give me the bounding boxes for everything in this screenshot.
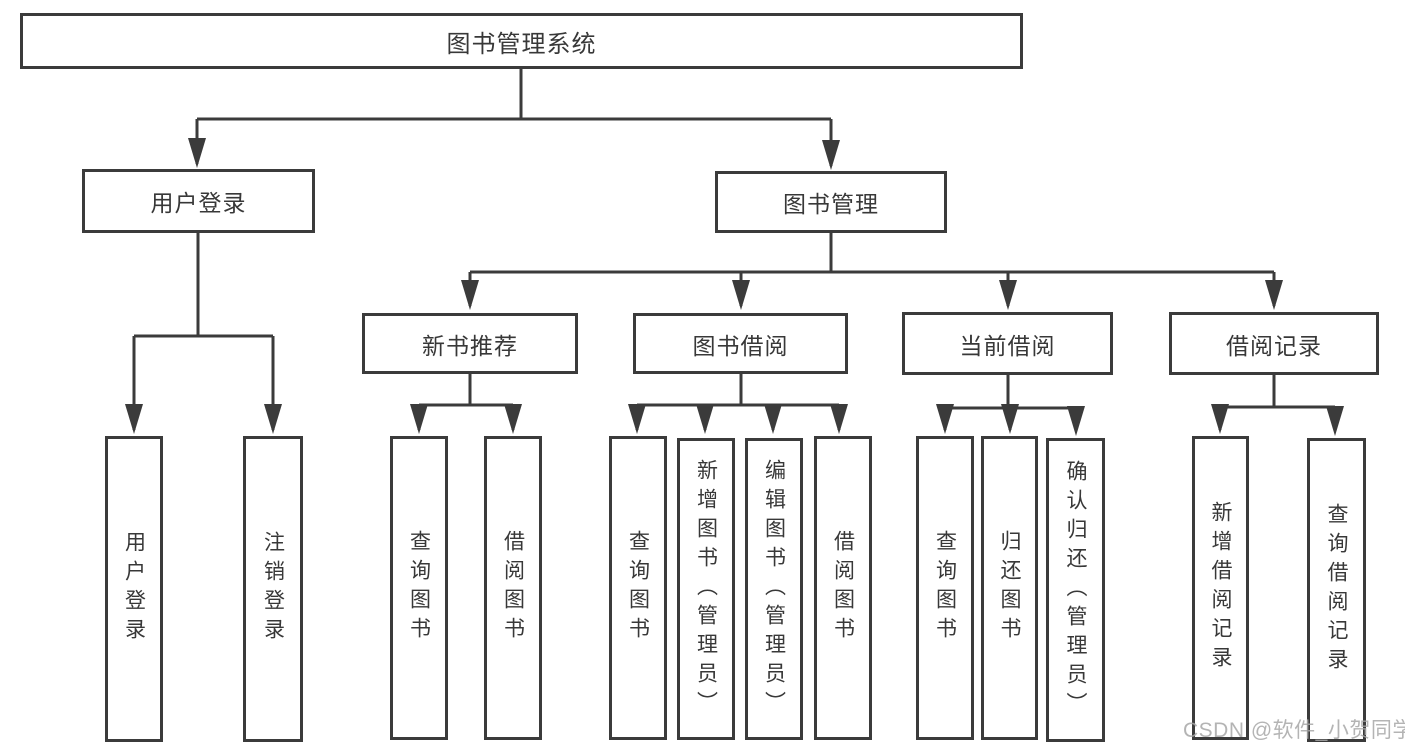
leaf-add-books-admin: 新增图书（管理员）	[677, 438, 735, 740]
node-book-borrowing-label: 图书借阅	[692, 332, 789, 359]
leaf-logout: 注销登录	[243, 436, 303, 742]
arrow-down-icon	[1211, 404, 1229, 434]
arrow-down-icon	[822, 140, 840, 170]
arrow-down-icon	[1001, 404, 1019, 434]
leaf-add-books-admin-label: 新增图书（管理员）	[694, 458, 718, 720]
leaf-edit-books-admin-label: 编辑图书（管理员）	[762, 458, 786, 720]
connector-root-to-level2	[188, 69, 840, 170]
arrow-down-icon	[461, 280, 479, 310]
leaf-query-books-borrow-label: 查询图书	[626, 530, 650, 646]
node-book-borrowing: 图书借阅	[633, 313, 848, 374]
arrow-down-icon	[504, 404, 522, 434]
leaf-borrow-books-recommend-label: 借阅图书	[501, 530, 525, 646]
connector-current-borrow-to-leaves	[936, 375, 1085, 436]
leaf-logout-label: 注销登录	[261, 531, 285, 647]
node-new-book-recommend-label: 新书推荐	[422, 332, 518, 359]
node-borrowing-records: 借阅记录	[1169, 312, 1379, 375]
leaf-borrow-books-recommend: 借阅图书	[484, 436, 542, 740]
node-borrowing-records-label: 借阅记录	[1226, 332, 1322, 359]
node-current-borrowing-label: 当前借阅	[959, 332, 1056, 359]
leaf-query-books-current-label: 查询图书	[933, 530, 957, 646]
leaf-return-books: 归还图书	[981, 436, 1038, 740]
leaf-borrow-books-borrow-label: 借阅图书	[831, 530, 855, 646]
arrow-down-icon	[628, 404, 646, 434]
arrow-down-icon	[1067, 406, 1085, 436]
node-library-system: 图书管理系统	[20, 13, 1023, 69]
arrow-down-icon	[188, 138, 206, 168]
leaf-add-borrow-record-label: 新增借阅记录	[1209, 501, 1232, 675]
connector-borrow-records-to-leaves	[1211, 375, 1344, 436]
arrow-down-icon	[764, 404, 782, 434]
leaf-confirm-return-admin: 确认归还（管理员）	[1046, 438, 1105, 742]
arrow-down-icon	[410, 404, 428, 434]
arrow-down-icon	[125, 404, 143, 434]
arrow-down-icon	[1265, 280, 1283, 310]
arrow-down-icon	[732, 280, 750, 310]
arrow-down-icon	[696, 404, 714, 434]
node-user-login-label: 用户登录	[150, 190, 247, 216]
leaf-query-books-current: 查询图书	[916, 436, 974, 740]
leaf-confirm-return-admin-label: 确认归还（管理员）	[1064, 459, 1087, 721]
leaf-query-books-recommend: 查询图书	[390, 436, 448, 740]
leaf-user-login: 用户登录	[105, 436, 163, 742]
connector-new-book-rec-to-leaves	[410, 374, 522, 434]
node-new-book-recommend: 新书推荐	[362, 313, 578, 374]
arrow-down-icon	[830, 404, 848, 434]
arrow-down-icon	[936, 404, 954, 434]
csdn-watermark: CSDN @软件_小贺同学	[1183, 719, 1405, 742]
node-book-management-label: 图书管理	[783, 191, 879, 217]
leaf-query-borrow-record-label: 查询借阅记录	[1325, 503, 1348, 677]
connector-book-mgmt-to-level3	[461, 233, 1283, 310]
leaf-query-books-recommend-label: 查询图书	[407, 530, 431, 646]
arrow-down-icon	[999, 280, 1017, 310]
leaf-query-borrow-record: 查询借阅记录	[1307, 438, 1366, 742]
leaf-query-books-borrow: 查询图书	[609, 436, 667, 740]
leaf-add-borrow-record: 新增借阅记录	[1192, 436, 1249, 740]
node-user-login: 用户登录	[82, 169, 315, 233]
leaf-borrow-books-borrow: 借阅图书	[814, 436, 872, 740]
arrow-down-icon	[264, 404, 282, 434]
node-book-management: 图书管理	[715, 171, 947, 233]
connector-book-borrow-to-leaves	[628, 374, 848, 434]
arrow-down-icon	[1326, 406, 1344, 436]
leaf-return-books-label: 归还图书	[998, 530, 1021, 646]
node-current-borrowing: 当前借阅	[902, 312, 1113, 375]
leaf-edit-books-admin: 编辑图书（管理员）	[745, 438, 803, 740]
node-library-system-label: 图书管理系统	[446, 30, 597, 58]
connector-user-login-to-leaves	[125, 233, 282, 434]
leaf-user-login-label: 用户登录	[122, 531, 146, 647]
